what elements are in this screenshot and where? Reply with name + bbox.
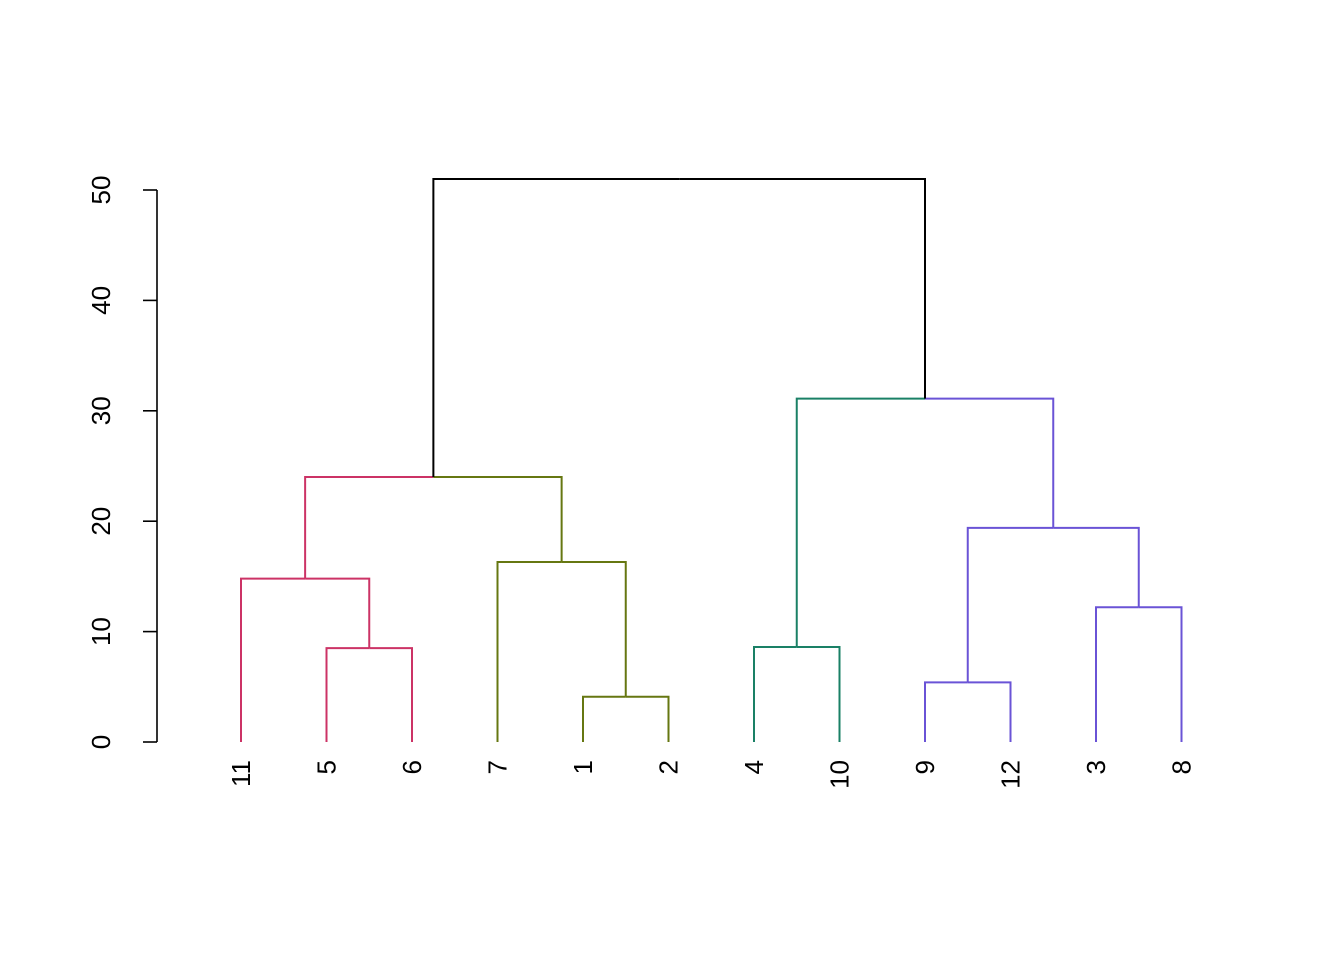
dendrogram-branches	[240, 177, 1183, 742]
leaf-label: 4	[739, 760, 769, 774]
leaf-label: 10	[825, 760, 855, 789]
leaf-label: 8	[1167, 760, 1197, 774]
dendrogram-branch-right	[305, 577, 371, 649]
y-tick-label: 10	[86, 617, 116, 646]
dendrogram-branch-left	[304, 476, 434, 579]
dendrogram-branch-right	[679, 177, 926, 399]
dendrogram-branch-left	[240, 577, 306, 742]
dendrogram-branch-right	[967, 681, 1012, 742]
dendrogram-branch-right	[796, 646, 841, 742]
leaf-label: 1	[568, 760, 598, 774]
dendrogram-branch-left	[1095, 606, 1139, 742]
y-tick-label: 0	[86, 735, 116, 749]
dendrogram-branch-right	[433, 476, 563, 563]
leaf-label: 9	[910, 760, 940, 774]
y-axis: 0 10 20 30 40 50	[86, 176, 158, 749]
dendrogram-branch-right	[1053, 526, 1140, 608]
dendrogram-branch-left	[924, 681, 968, 742]
dendrogram-branch-right	[561, 561, 627, 697]
dendrogram-branch-right	[1138, 606, 1183, 742]
dendrogram-branch-right	[625, 695, 670, 742]
y-tick-label: 50	[86, 176, 116, 205]
dendrogram-branch-left	[795, 397, 925, 648]
leaf-label: 6	[397, 760, 427, 774]
dendrogram-branch-right	[369, 647, 413, 742]
leaf-label: 5	[312, 760, 342, 774]
dendrogram-branch-left	[582, 695, 626, 742]
leaf-label: 7	[483, 760, 513, 774]
dendrogram-branch-left	[325, 647, 370, 742]
leaf-label: 2	[654, 760, 684, 774]
y-tick-label: 40	[86, 286, 116, 315]
leaf-label: 11	[226, 760, 256, 787]
leaf-label: 3	[1081, 760, 1111, 774]
dendrogram-branch-right	[925, 397, 1055, 528]
y-tick-label: 20	[86, 507, 116, 536]
dendrogram-branch-left	[432, 177, 680, 478]
leaf-label: 12	[996, 760, 1026, 789]
y-tick-label: 30	[86, 396, 116, 425]
dendrogram-branch-left	[496, 561, 562, 742]
dendrogram-branch-left	[966, 526, 1054, 683]
dendrogram-branch-left	[753, 646, 797, 742]
